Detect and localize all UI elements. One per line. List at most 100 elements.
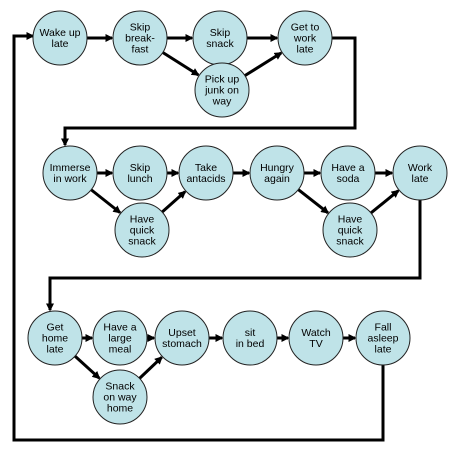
connector-asleep-to-wake — [12, 32, 385, 442]
node-label-line: Watch — [301, 327, 331, 339]
node-circle — [92, 310, 148, 366]
node-circle — [320, 145, 376, 201]
node-label-line: quick — [130, 225, 155, 237]
node-circle — [114, 202, 170, 258]
node-label-line: Have a — [331, 162, 364, 174]
edge-quick1-to-antacids — [161, 190, 187, 214]
connector-work_late-to-get_home — [46, 199, 422, 312]
edges-layer — [73, 34, 400, 380]
node-circle — [249, 145, 305, 201]
node-label-line: Have — [338, 214, 363, 226]
node-label-line: stomach — [162, 338, 202, 350]
node-label-line: late — [47, 344, 64, 356]
node-label-line: sit — [245, 327, 256, 339]
node-label-line: in bed — [236, 338, 265, 350]
connectors-layer — [12, 32, 422, 442]
node-circle — [194, 62, 250, 118]
node-label-line: Hungry — [260, 162, 295, 174]
node-circle — [112, 145, 168, 201]
node-label-line: Fall — [375, 322, 392, 334]
node-label-line: late — [412, 173, 429, 185]
node-label-line: late — [52, 38, 69, 50]
node-label-line: snack — [206, 38, 234, 50]
node-label-line: Wake up — [39, 27, 80, 39]
node-label-line: junk on — [204, 85, 239, 97]
node-label-line: Skip — [210, 27, 231, 39]
node-label-line: asleep — [368, 333, 399, 345]
node-label-line: Have a — [103, 322, 136, 334]
node-label-line: Have — [130, 214, 155, 226]
edge-pick_junk-to-get_work — [244, 51, 283, 77]
node-label-line: meal — [109, 344, 132, 356]
node-circle — [178, 145, 234, 201]
node-label-line: home — [107, 403, 133, 415]
node-label-line: lunch — [127, 173, 152, 185]
node-label-line: Skip — [130, 22, 151, 34]
node-label-line: soda — [337, 173, 360, 185]
node-circle — [32, 10, 88, 66]
edge-quick2-to-work_late — [369, 189, 400, 215]
node-circle — [277, 10, 333, 66]
node-circle — [92, 369, 148, 425]
node-label-line: late — [375, 344, 392, 356]
node-label-line: Work — [408, 162, 433, 174]
node-label-line: antacids — [186, 173, 225, 185]
connector-get_work-to-immerse — [61, 36, 357, 147]
node-label-line: in work — [53, 173, 87, 185]
edge-snack_home-to-upset — [138, 356, 163, 380]
node-circle — [322, 202, 378, 258]
node-label-line: TV — [309, 338, 322, 350]
edge-skip_bf-to-pick_junk — [161, 51, 200, 77]
edge-immerse-to-quick1 — [90, 188, 122, 214]
node-label-line: again — [264, 173, 290, 185]
node-label-line: Upset — [168, 327, 196, 339]
node-circle — [27, 310, 83, 366]
node-label-line: on way — [103, 392, 137, 404]
node-label-line: large — [108, 333, 132, 345]
node-label-line: home — [42, 333, 68, 345]
node-circle — [154, 310, 210, 366]
node-label-line: snack — [128, 236, 156, 248]
node-label-line: Immerse — [50, 162, 91, 174]
node-circle — [112, 10, 168, 66]
node-circle — [222, 310, 278, 366]
edge-hungry-to-quick2 — [297, 188, 330, 214]
node-label-line: Snack — [105, 381, 135, 393]
node-circle — [355, 310, 411, 366]
node-label-line: way — [212, 96, 232, 108]
node-label-line: work — [293, 33, 317, 45]
node-label-line: Take — [195, 162, 217, 174]
node-circle — [288, 310, 344, 366]
node-label-line: snack — [336, 236, 364, 248]
node-label-line: Get to — [291, 22, 320, 34]
node-label-line: Get — [47, 322, 64, 334]
edge-get_home-to-snack_home — [73, 355, 101, 380]
node-label-line: fast — [132, 44, 149, 56]
node-circle — [42, 145, 98, 201]
node-circle — [392, 145, 448, 201]
node-label-line: break- — [125, 33, 155, 45]
node-label-line: Skip — [130, 162, 151, 174]
